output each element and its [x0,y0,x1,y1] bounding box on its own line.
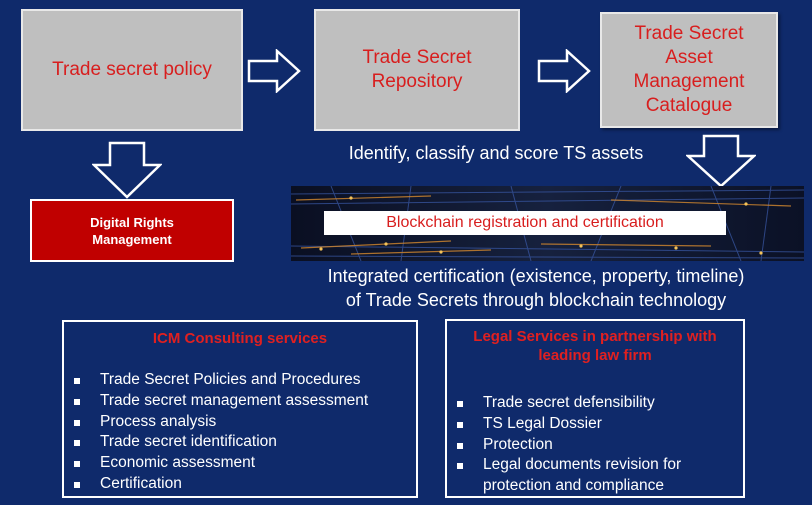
bullet-icon [457,401,463,407]
list-item: Trade secret identification [64,432,416,453]
list-item-text: TS Legal Dossier [483,414,602,432]
list-item: TS Legal Dossier [447,414,743,435]
bullet-icon [457,463,463,470]
list-item-text: Trade secret defensibility [483,394,655,411]
list-item-text: Legal documents revision for protection … [483,456,682,495]
list-item: Certification [64,474,416,495]
blockchain-registration-label: Blockchain registration and certificatio… [324,211,726,235]
icm-services-title: ICM Consulting services [152,330,328,347]
drm-label: Digital Rights Management [90,214,174,247]
list-item-text: Trade secret management assessment [100,391,369,409]
bullet-icon [74,440,80,447]
list-item-text: Trade Secret Policies and Procedures [100,371,361,388]
caption-line-1: Integrated certification (existence, pro… [327,266,745,286]
identify-caption-text: Identify, classify and score TS assets [348,143,644,163]
list-item: Legal documents revision for protection … [447,455,743,497]
list-item: Economic assessment [64,453,416,474]
bullet-icon [74,419,80,426]
stage-trade-secret-repository: Trade Secret Repository [314,9,520,131]
list-item-text: Economic assessment [100,454,256,472]
blockchain-banner: Blockchain registration and certificatio… [291,186,804,261]
bullet-icon [74,378,80,384]
list-item-text: Trade secret identification [100,433,277,451]
list-item-text: Protection [483,435,553,453]
stage-asset-management-catalogue: Trade Secret Asset Management Catalogue [600,12,778,128]
integrated-certification-caption: Integrated certification (existence, pro… [266,264,806,312]
list-item: Trade secret management assessment [64,391,416,412]
list-item: Protection [447,435,743,456]
arrow-down-icon [686,134,756,188]
legal-services-list: Trade secret defensibility TS Legal Doss… [447,393,743,497]
arrow-right-icon [537,49,591,93]
stage-trade-secret-policy: Trade secret policy [21,9,243,131]
bullet-icon [74,461,80,468]
stage-label: Trade Secret Repository [362,47,472,92]
digital-rights-management-box: Digital Rights Management [30,199,234,262]
identify-caption: Identify, classify and score TS assets [318,141,674,165]
caption-line-2: of Trade Secrets through blockchain tech… [345,290,727,310]
arrow-down-icon [92,141,162,199]
list-item-text: Certification [100,474,182,492]
bullet-icon [457,442,463,449]
icm-services-box: ICM Consulting services Trade Secret Pol… [62,320,418,498]
list-item: Trade secret defensibility [447,393,743,414]
bullet-icon [74,398,80,405]
bullet-icon [457,421,463,428]
arrow-right-icon [247,49,301,93]
icm-services-list: Trade Secret Policies and Procedures Tra… [64,370,416,495]
list-item-text: Process analysis [100,412,217,430]
stage-label: Trade secret policy [52,59,212,80]
list-item: Process analysis [64,412,416,433]
legal-services-box: Legal Services in partnership with leadi… [445,319,745,498]
stage-label: Trade Secret Asset Management Catalogue [633,23,745,116]
bullet-icon [74,481,80,488]
legal-services-title: Legal Services in partnership with leadi… [473,328,717,364]
list-item: Trade Secret Policies and Procedures [64,370,416,391]
